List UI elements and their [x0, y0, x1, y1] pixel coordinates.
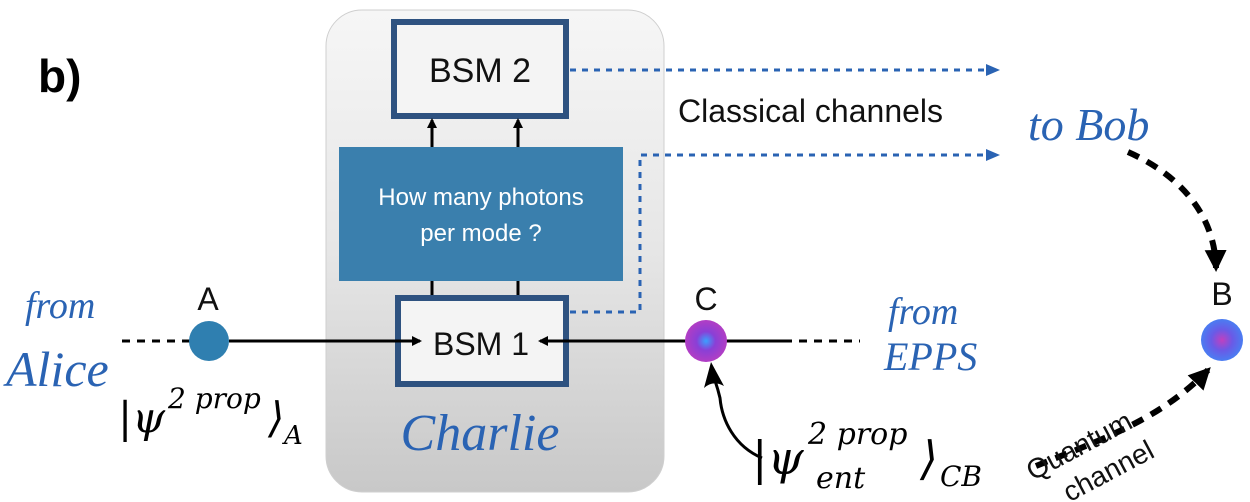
psi-cb-subscript-ent: ent: [816, 461, 866, 496]
bsm2-label: BSM 2: [429, 52, 531, 90]
node-a-label: A: [197, 281, 219, 317]
psi-cb-ket: |ψ: [752, 431, 804, 485]
psi-cb-subscript: CB: [940, 460, 982, 493]
state-psi-cb: |ψ 2 prop ent ⟩ CB: [752, 417, 982, 496]
node-c-label: C: [694, 281, 717, 317]
epps-name-label: EPPS: [883, 334, 977, 379]
epps-from-label: from: [888, 291, 958, 333]
classical-channels-label: Classical channels: [678, 93, 943, 129]
node-b-label: B: [1211, 276, 1232, 312]
node-c: [685, 320, 727, 362]
alice-from-label: from: [25, 285, 95, 327]
psi-a-bracket: ⟩: [267, 393, 284, 442]
panel-label: b): [38, 50, 81, 102]
psi-a-ket: |ψ: [118, 393, 166, 442]
psi-cb-bracket: ⟩: [919, 431, 938, 485]
decision-text-line2: per mode ?: [420, 220, 541, 247]
state-psi-a: |ψ 2 prop ⟩ A: [118, 382, 303, 451]
entangled-arrow-head: [704, 362, 724, 388]
quantum-channel-arrow: [1034, 367, 1211, 469]
node-a: [189, 321, 229, 361]
psi-a-superscript: 2 prop: [167, 382, 261, 415]
node-b: [1201, 319, 1243, 361]
psi-cb-superscript: 2 prop: [807, 417, 907, 452]
psi-a-subscript: A: [282, 421, 303, 451]
charlie-label: Charlie: [401, 405, 560, 462]
bsm1-label: BSM 1: [433, 326, 529, 362]
to-bob-label: to Bob: [1028, 99, 1149, 150]
decision-text-line1: How many photons: [378, 184, 583, 211]
photon-count-box: How many photons per mode ?: [339, 147, 623, 281]
alice-name-label: Alice: [3, 341, 109, 397]
to-bob-arrow: [1126, 149, 1227, 272]
quantum-channel-label: Quantum channel: [1021, 405, 1159, 502]
bsm2-box: BSM 2: [391, 19, 569, 119]
classical-channel-bsm1: [570, 149, 1000, 314]
